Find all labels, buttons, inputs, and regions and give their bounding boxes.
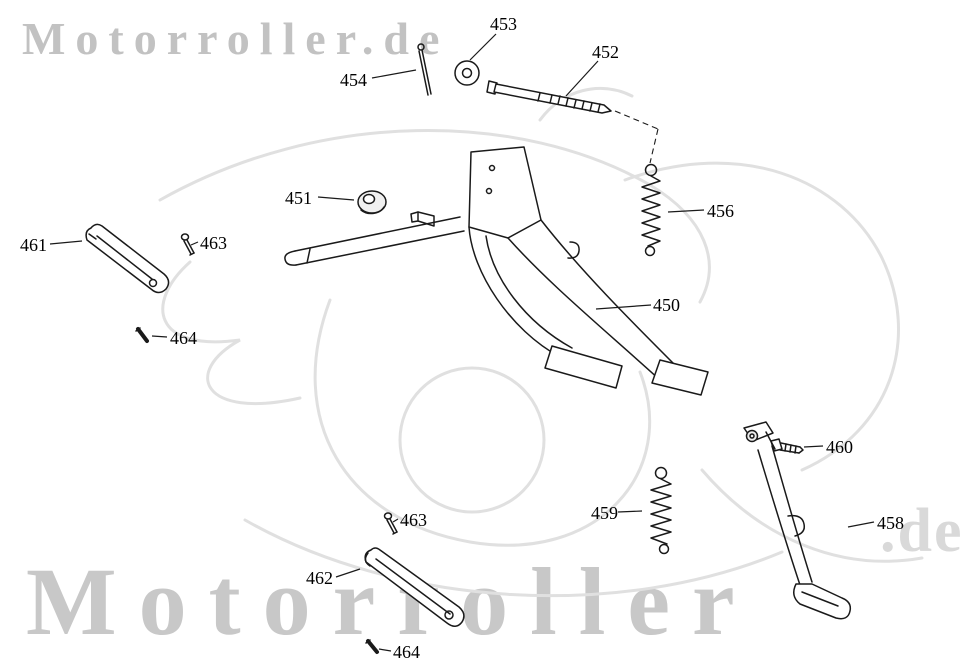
leader-463b: [392, 518, 399, 523]
part-label-464b: 464: [393, 642, 420, 660]
leader-462: [335, 568, 361, 578]
part-label-461: 461: [20, 235, 47, 255]
part-label-458: 458: [877, 513, 904, 533]
part-label-456: 456: [707, 201, 734, 221]
part-label-463b: 463: [400, 510, 427, 530]
leader-464a: [151, 335, 168, 338]
leader-lines: [49, 33, 875, 652]
bushing-451-drawing: [357, 190, 387, 215]
part-label-454: 454: [340, 70, 367, 90]
bolt-452-drawing: [486, 80, 612, 114]
washer-453-drawing: [454, 60, 480, 86]
leader-454: [371, 69, 417, 79]
part-label-460: 460: [826, 437, 853, 457]
part-label-450: 450: [653, 295, 680, 315]
assembly-axis-dashes: [614, 110, 659, 164]
leader-451: [317, 196, 355, 201]
side-stand-458-drawing: [743, 421, 852, 620]
screw-463a-drawing: [180, 233, 195, 256]
leader-450: [595, 304, 652, 310]
leader-459: [617, 510, 643, 513]
leader-464b: [378, 648, 392, 652]
part-label-451: 451: [285, 188, 312, 208]
part-label-452: 452: [592, 42, 619, 62]
part-label-459: 459: [591, 503, 618, 523]
leader-456: [667, 209, 705, 213]
part-label-453: 453: [490, 14, 517, 34]
part-label-462: 462: [306, 568, 333, 588]
part-label-464a: 464: [170, 328, 197, 348]
leader-461: [49, 240, 83, 245]
leader-463a: [190, 241, 199, 246]
watermark-top: Motorroller.de: [22, 13, 450, 64]
leader-460: [803, 445, 824, 448]
screw-463b-drawing: [383, 512, 398, 535]
leader-453: [469, 33, 497, 61]
part-label-463a: 463: [200, 233, 227, 253]
spring-459-drawing: [650, 466, 672, 555]
pin-464b-drawing: [365, 639, 379, 654]
parts-group: [85, 43, 852, 654]
leader-452: [565, 60, 599, 97]
spring-456-drawing: [641, 163, 661, 257]
stand-pedal-461-drawing: [85, 223, 170, 294]
bolt-460-drawing: [770, 438, 804, 454]
bracket-462-drawing: [364, 547, 465, 627]
cotter-pin-454-drawing: [417, 43, 432, 96]
scooter-watermark-sketch: [158, 87, 924, 598]
watermark-corner: .de: [880, 497, 964, 565]
center-stand-450-drawing: [284, 146, 709, 396]
pin-464a-drawing: [135, 327, 149, 343]
leader-458: [847, 521, 875, 528]
